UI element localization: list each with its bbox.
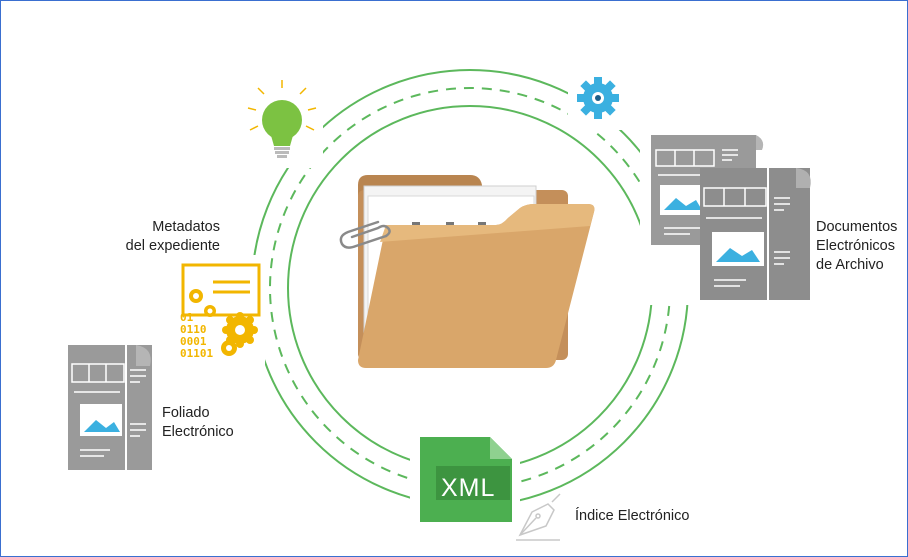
label-line: de Archivo xyxy=(816,257,884,273)
binary-line: 01101 xyxy=(180,347,214,360)
lightbulb-icon xyxy=(247,80,317,158)
label-line: Electrónicos xyxy=(816,238,895,254)
label-line: Electrónico xyxy=(162,424,234,440)
gear-icon xyxy=(577,77,619,119)
binary-data: 01 0110 0001 01101 xyxy=(180,312,213,360)
label-line: Índice Electrónico xyxy=(575,508,690,524)
label-line: Documentos xyxy=(816,219,898,235)
document-icon-front xyxy=(700,168,811,300)
paperclip-icon xyxy=(339,220,391,249)
document-icon-foliado xyxy=(68,345,152,470)
label-foliado: Foliado Electrónico xyxy=(162,404,234,442)
binary-line: 0001 xyxy=(180,335,207,348)
folder-icon xyxy=(358,175,595,368)
label-line: Metadatos xyxy=(152,219,220,235)
binary-line: 01 xyxy=(180,311,194,324)
binary-line: 0110 xyxy=(180,323,207,336)
label-line: del expediente xyxy=(125,238,220,254)
pen-nib-icon xyxy=(516,493,561,541)
label-line: Foliado xyxy=(162,405,210,421)
metadata-gears-icon xyxy=(181,263,261,356)
label-indice: Índice Electrónico xyxy=(575,507,689,526)
xml-badge-text: XML xyxy=(441,474,496,502)
label-metadatos: Metadatos del expediente xyxy=(108,218,220,256)
label-documentos: Documentos Electrónicos de Archivo xyxy=(816,218,897,275)
xml-file-icon xyxy=(420,437,512,522)
